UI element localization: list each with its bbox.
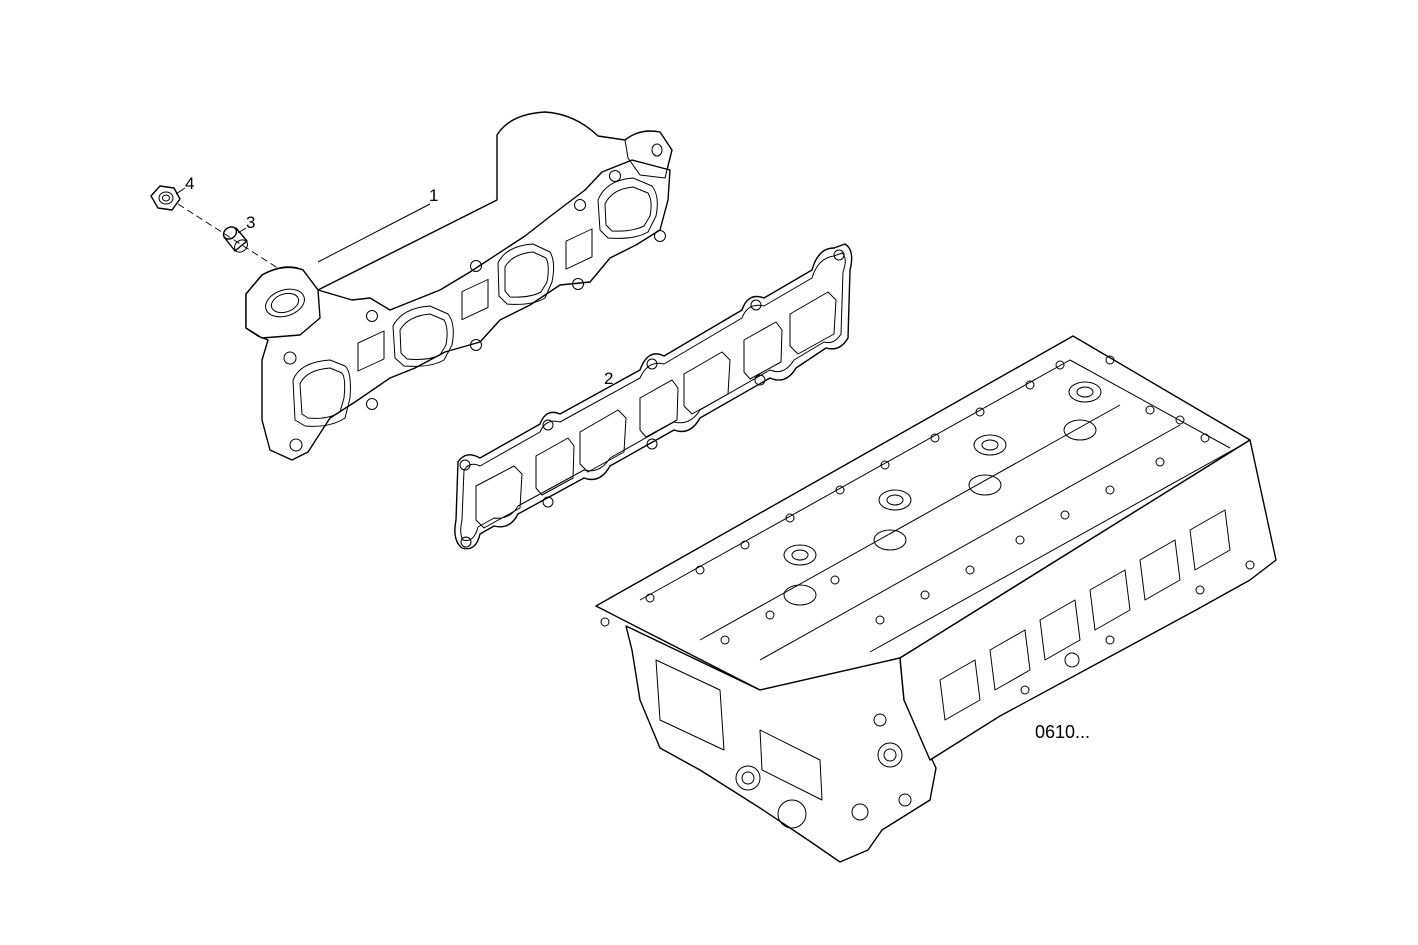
drawing-code: 0610... xyxy=(1035,722,1090,742)
callout-label-2: 2 xyxy=(604,369,613,388)
valve-bosses xyxy=(783,381,1102,606)
callout-label-4: 4 xyxy=(185,174,194,193)
manifold-gasket-part-2 xyxy=(454,243,853,550)
callout-label-1: 1 xyxy=(429,186,438,205)
callout-label-3: 3 xyxy=(246,213,255,232)
deck-holes xyxy=(600,355,1255,695)
callout-3: 3 xyxy=(237,213,255,234)
callout-2: 2 xyxy=(604,369,641,388)
callout-1: 1 xyxy=(317,186,438,263)
cylinder-head-block xyxy=(595,335,1277,863)
spacer-sleeve-part-3 xyxy=(222,226,248,253)
callout-4: 4 xyxy=(175,174,194,195)
hex-nut-part-4 xyxy=(150,185,181,211)
exhaust-manifold-part-1 xyxy=(245,111,673,461)
